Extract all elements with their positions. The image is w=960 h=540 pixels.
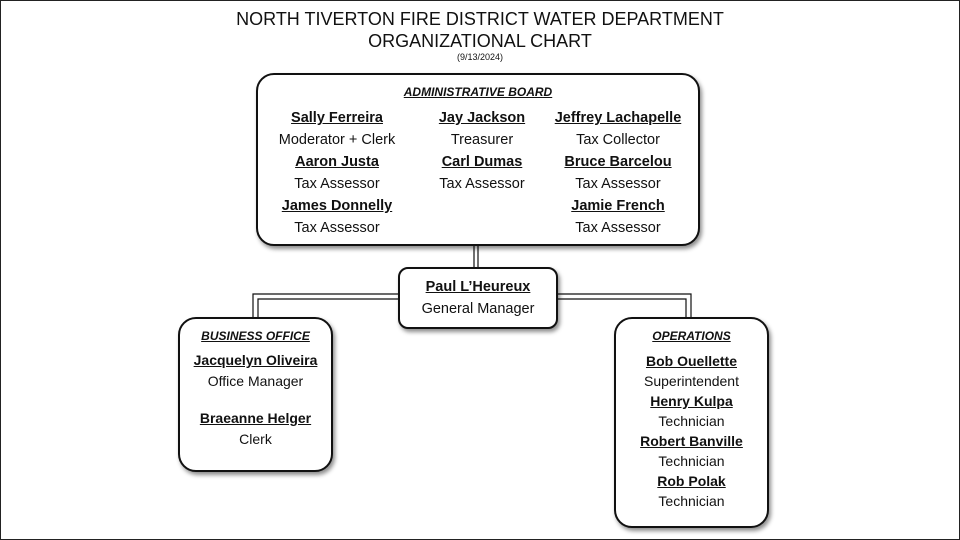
general-manager-name: Paul L’Heureux — [425, 279, 531, 295]
general-manager-box: Paul L’Heureux General Manager — [398, 267, 558, 329]
board-column-3: Jeffrey Lachapelle Tax Collector Bruce B… — [542, 107, 694, 239]
member-role: Clerk — [239, 431, 272, 447]
board-column-1: Sally Ferreira Moderator + Clerk Aaron J… — [262, 107, 412, 239]
business-office-box: BUSINESS OFFICE Jacquelyn Oliveira Offic… — [178, 317, 333, 472]
member-name: Jacquelyn Oliveira — [193, 352, 318, 368]
business-office-heading: BUSINESS OFFICE — [201, 329, 310, 343]
chart-date: (9/13/2024) — [456, 52, 504, 62]
member-role: Technician — [658, 493, 725, 509]
operations-members: Bob Ouellette Superintendent Henry Kulpa… — [616, 351, 767, 511]
member-name: Henry Kulpa — [650, 393, 733, 409]
member-name: Aaron Justa — [295, 154, 379, 170]
connector-gm-ops-a — [556, 293, 692, 318]
member-name: James Donnelly — [281, 198, 393, 214]
member-role: Superintendent — [644, 373, 739, 389]
member-name: Braeanne Helger — [199, 410, 312, 426]
member-role: Technician — [658, 413, 725, 429]
member-name: Jay Jackson — [438, 110, 526, 126]
general-manager-role: General Manager — [421, 301, 535, 317]
member-role: Tax Assessor — [575, 220, 661, 236]
member-name: Bruce Barcelou — [564, 154, 672, 170]
business-office-members: Jacquelyn Oliveira Office Manager Braean… — [180, 350, 331, 450]
member-role: Technician — [658, 453, 725, 469]
administrative-board-box: ADMINISTRATIVE BOARD Sally Ferreira Mode… — [256, 73, 700, 246]
member-role: Office Manager — [207, 373, 304, 389]
member-name: Bob Ouellette — [645, 353, 737, 369]
member-name: Sally Ferreira — [291, 110, 383, 126]
connector-gm-ops-b — [556, 298, 687, 318]
member-name: Carl Dumas — [441, 154, 523, 170]
connector-gm-business-b — [257, 298, 398, 318]
member-name: Jamie French — [571, 198, 665, 214]
operations-heading: OPERATIONS — [652, 329, 731, 343]
operations-box: OPERATIONS Bob Ouellette Superintendent … — [614, 317, 769, 528]
member-role: Moderator + Clerk — [278, 132, 396, 148]
board-column-2: Jay Jackson Treasurer Carl Dumas Tax Ass… — [412, 107, 552, 195]
member-role: Tax Assessor — [294, 176, 380, 192]
member-name: Jeffrey Lachapelle — [554, 110, 682, 126]
general-manager-text: Paul L’Heureux General Manager — [400, 276, 556, 320]
chart-title-line2: ORGANIZATIONAL CHART — [368, 31, 592, 51]
member-role: Tax Collector — [576, 132, 660, 148]
member-role: Treasurer — [450, 132, 514, 148]
member-role: Tax Assessor — [439, 176, 525, 192]
administrative-board-heading: ADMINISTRATIVE BOARD — [403, 85, 553, 99]
member-role: Tax Assessor — [294, 220, 380, 236]
connector-gm-business-a — [252, 293, 398, 318]
member-role: Tax Assessor — [575, 176, 661, 192]
member-name: Robert Banville — [640, 433, 743, 449]
member-name: Rob Polak — [657, 473, 726, 489]
chart-title-line1: NORTH TIVERTON FIRE DISTRICT WATER DEPAR… — [236, 9, 724, 29]
